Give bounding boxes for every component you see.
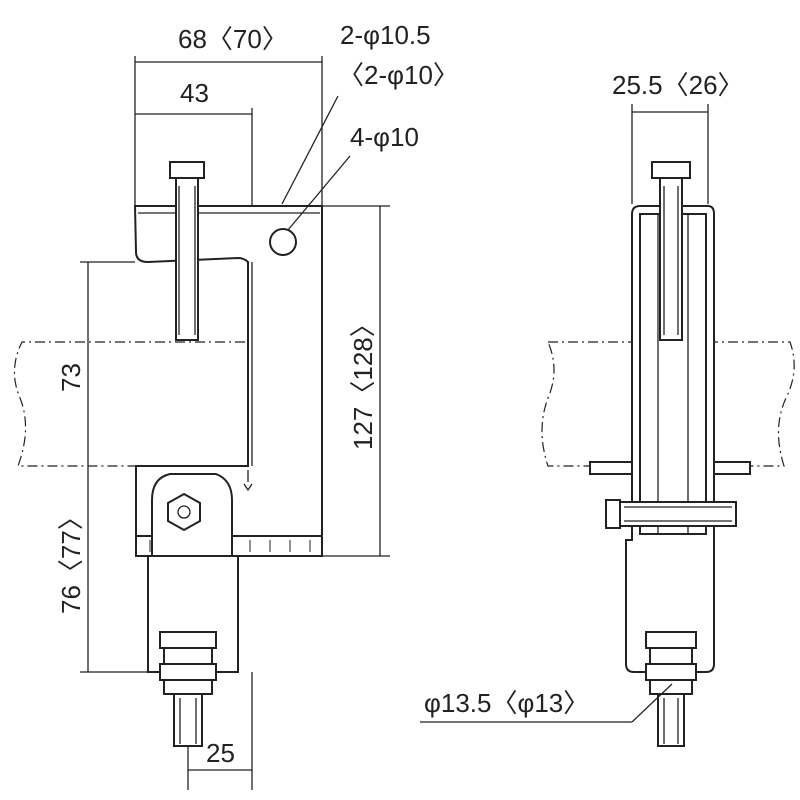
width-overall-label: 68〈70〉 — [178, 24, 288, 54]
top-clamp-plate — [133, 205, 323, 557]
side-clamp-bolt — [651, 161, 691, 341]
rod-with-nuts — [159, 631, 217, 747]
hole-callouts: 2-φ10.5 〈2-φ10〉 4-φ10 — [281, 20, 459, 231]
side-view: 25.5〈26〉 φ13.5〈φ13〉 — [420, 70, 795, 747]
dimension-rod-offset: 25 — [187, 672, 253, 790]
hanger-length-label: 76〈77〉 — [56, 504, 86, 614]
dimension-hanger-length: 76〈77〉 — [56, 466, 148, 673]
front-view: 68〈70〉 43 2-φ10.5 〈2-φ10〉 4-φ10 127〈128〉 — [13, 20, 459, 790]
side-width-label: 25.5〈26〉 — [612, 70, 744, 100]
rod-diameter-label: φ13.5〈φ13〉 — [424, 688, 589, 718]
side-u-frame — [625, 205, 715, 673]
dimension-side-width: 25.5〈26〉 — [612, 70, 744, 204]
beam-outline-front — [13, 341, 245, 467]
hole-large-label-a: 2-φ10.5 — [340, 20, 431, 50]
dimension-width-overall: 68〈70〉 — [134, 24, 323, 205]
hole-large — [269, 228, 297, 256]
beam-outline-side — [541, 341, 795, 467]
hex-bolt-head — [167, 492, 201, 532]
dimension-beam-depth: 73 — [56, 261, 135, 466]
dimension-width-inner: 43 — [135, 78, 253, 205]
hole-large-label-b: 〈2-φ10〉 — [338, 60, 459, 90]
hole-small-label: 4-φ10 — [350, 122, 419, 152]
side-rod-with-nuts — [645, 631, 697, 747]
side-cross-bolt — [605, 499, 737, 529]
width-inner-label: 43 — [180, 78, 209, 108]
rod-diameter-callout: φ13.5〈φ13〉 — [420, 683, 673, 723]
beam-depth-label: 73 — [56, 363, 86, 392]
clamp-bolt — [169, 161, 205, 341]
height-total-label: 127〈128〉 — [348, 311, 378, 450]
dimension-height-total: 127〈128〉 — [322, 205, 390, 557]
rod-offset-label: 25 — [206, 738, 235, 768]
